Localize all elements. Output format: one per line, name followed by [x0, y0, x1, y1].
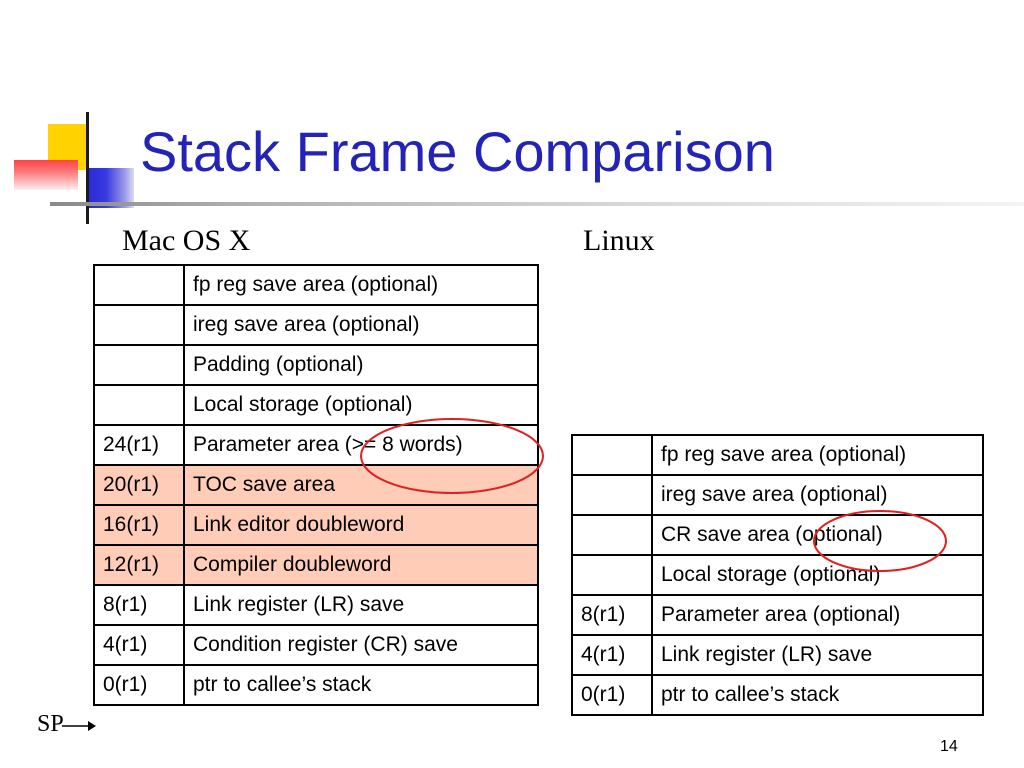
offset-cell	[93, 344, 185, 386]
table-row: Padding (optional)	[93, 344, 539, 386]
offset-cell	[93, 304, 185, 346]
table-row: Local storage (optional)	[571, 554, 984, 596]
table-row: fp reg save area (optional)	[93, 264, 539, 306]
frame-slot-cell: Link register (LR) save	[651, 634, 984, 676]
vertical-rule-decoration	[86, 112, 89, 224]
frame-slot-cell: Parameter area (optional)	[651, 594, 984, 636]
offset-cell: 8(r1)	[571, 594, 653, 636]
frame-slot-cell: Local storage (optional)	[651, 554, 984, 596]
frame-slot-cell: Local storage (optional)	[183, 384, 539, 426]
offset-cell: 4(r1)	[571, 634, 653, 676]
offset-cell: 0(r1)	[571, 674, 653, 716]
offset-cell: 0(r1)	[93, 664, 185, 706]
table-row-highlighted: 16(r1)Link editor doubleword	[93, 504, 539, 546]
linux-stack-frame-table: fp reg save area (optional) ireg save ar…	[571, 434, 984, 716]
blue-square-decoration	[88, 168, 134, 208]
linux-heading: Linux	[583, 224, 655, 257]
offset-cell: 8(r1)	[93, 584, 185, 626]
stack-pointer-label: SP	[37, 711, 64, 737]
frame-slot-cell: Link editor doubleword	[183, 504, 539, 546]
frame-slot-cell: fp reg save area (optional)	[651, 434, 984, 476]
frame-slot-cell: fp reg save area (optional)	[183, 264, 539, 306]
offset-cell: 16(r1)	[93, 504, 185, 546]
table-row: CR save area (optional)	[571, 514, 984, 556]
table-row: 4(r1)Condition register (CR) save	[93, 624, 539, 666]
offset-cell: 12(r1)	[93, 544, 185, 586]
frame-slot-cell: ptr to callee’s stack	[651, 674, 984, 716]
offset-cell: 20(r1)	[93, 464, 185, 506]
frame-slot-cell: TOC save area	[183, 464, 539, 506]
slide-title: Stack Frame Comparison	[140, 120, 775, 183]
title-underline-rule	[50, 202, 1024, 206]
offset-cell	[93, 264, 185, 306]
frame-slot-cell: Link register (LR) save	[183, 584, 539, 626]
offset-cell	[571, 474, 653, 516]
frame-slot-cell: Padding (optional)	[183, 344, 539, 386]
table-row: 8(r1)Link register (LR) save	[93, 584, 539, 626]
frame-slot-cell: Parameter area (>= 8 words)	[183, 424, 539, 466]
table-row-highlighted: 20(r1)TOC save area	[93, 464, 539, 506]
mac-os-x-heading: Mac OS X	[122, 224, 251, 257]
slide-number: 14	[940, 738, 958, 755]
table-row-highlighted: 12(r1)Compiler doubleword	[93, 544, 539, 586]
table-row: 8(r1)Parameter area (optional)	[571, 594, 984, 636]
table-row: 4(r1)Link register (LR) save	[571, 634, 984, 676]
table-row: ireg save area (optional)	[93, 304, 539, 346]
offset-cell	[571, 434, 653, 476]
table-row: 24(r1)Parameter area (>= 8 words)	[93, 424, 539, 466]
table-row: ireg save area (optional)	[571, 474, 984, 516]
offset-cell	[93, 384, 185, 426]
frame-slot-cell: ireg save area (optional)	[651, 474, 984, 516]
red-bar-decoration	[14, 160, 78, 190]
frame-slot-cell: Condition register (CR) save	[183, 624, 539, 666]
mac-stack-frame-table: fp reg save area (optional) ireg save ar…	[93, 264, 539, 706]
table-row: Local storage (optional)	[93, 384, 539, 426]
arrow-right-icon	[62, 721, 96, 731]
frame-slot-cell: ptr to callee’s stack	[183, 664, 539, 706]
offset-cell: 24(r1)	[93, 424, 185, 466]
frame-slot-cell: Compiler doubleword	[183, 544, 539, 586]
table-row: 0(r1)ptr to callee’s stack	[93, 664, 539, 706]
table-row: fp reg save area (optional)	[571, 434, 984, 476]
frame-slot-cell: CR save area (optional)	[651, 514, 984, 556]
offset-cell	[571, 514, 653, 556]
offset-cell	[571, 554, 653, 596]
table-row: 0(r1)ptr to callee’s stack	[571, 674, 984, 716]
frame-slot-cell: ireg save area (optional)	[183, 304, 539, 346]
offset-cell: 4(r1)	[93, 624, 185, 666]
